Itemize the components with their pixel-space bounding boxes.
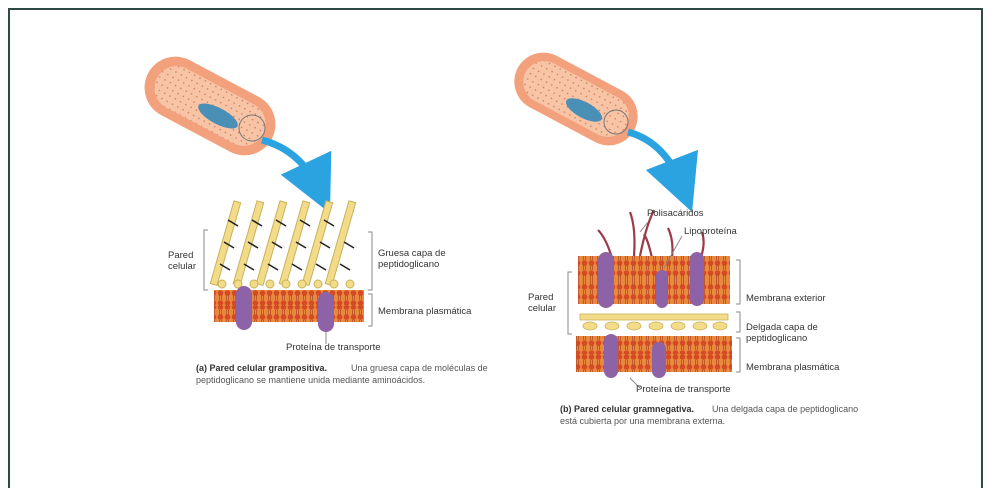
bracket-membrane-a — [368, 294, 372, 326]
bacterium-cell-b — [504, 42, 648, 155]
label-membrane-b: Membrana plasmática — [746, 362, 840, 373]
label-transport-b: Proteína de transporte — [636, 384, 731, 395]
bracket-wall-b — [568, 272, 572, 334]
label-wall-a-line2: celular — [168, 261, 196, 272]
lipoprotein — [656, 270, 668, 308]
plasma-membrane-a — [214, 286, 364, 332]
caption-text-a: Una gruesa capa de moléculas de peptidog… — [196, 362, 496, 386]
bracket-outer-b — [736, 260, 740, 304]
transport-protein-b1 — [604, 334, 618, 378]
label-thin-layer-b-line2: peptidoglicano — [746, 333, 807, 344]
label-wall-b: Pared celular — [528, 292, 556, 314]
peptidoglycan-layer-b — [580, 314, 728, 330]
bracket-membrane-b — [736, 338, 740, 372]
transport-protein-a1 — [236, 286, 252, 330]
transport-protein-b2 — [652, 342, 666, 378]
transport-protein-a2 — [318, 292, 334, 332]
bracket-wall-a — [204, 230, 208, 290]
peptidoglycan-layer-a — [210, 201, 355, 288]
label-membrane-a: Membrana plasmática — [378, 306, 472, 317]
bacterium-cell-a — [134, 46, 287, 166]
bracket-thin-b — [736, 312, 740, 332]
label-outer-membrane: Membrana exterior — [746, 293, 826, 304]
label-lipoprotein: Lipoproteína — [684, 226, 738, 237]
label-polysaccharides: Polisacáridos — [647, 208, 704, 219]
label-wall-a: Pared celular — [168, 250, 196, 272]
label-thick-layer-a-line1: Gruesa capa de — [378, 248, 446, 259]
label-wall-b-line2: celular — [528, 303, 556, 314]
zoom-arrow-b — [628, 132, 682, 186]
outer-membrane-b — [578, 252, 730, 308]
caption-text-b: Una delgada capa de peptidoglicano está … — [560, 403, 860, 427]
zoom-arrow-a — [262, 140, 318, 188]
plasma-membrane-b — [576, 334, 732, 378]
outer-protein-b1 — [598, 252, 614, 308]
panel-b: Polisacáridos Lipoproteína Pared celular… — [504, 42, 840, 414]
label-transport-a: Proteína de transporte — [286, 342, 381, 353]
label-thick-layer-a-line2: peptidoglicano — [378, 259, 439, 270]
bracket-thick-a — [368, 232, 372, 290]
label-thin-layer-b-line1: Delgada capa de — [746, 322, 818, 333]
outer-protein-b2 — [690, 252, 704, 306]
